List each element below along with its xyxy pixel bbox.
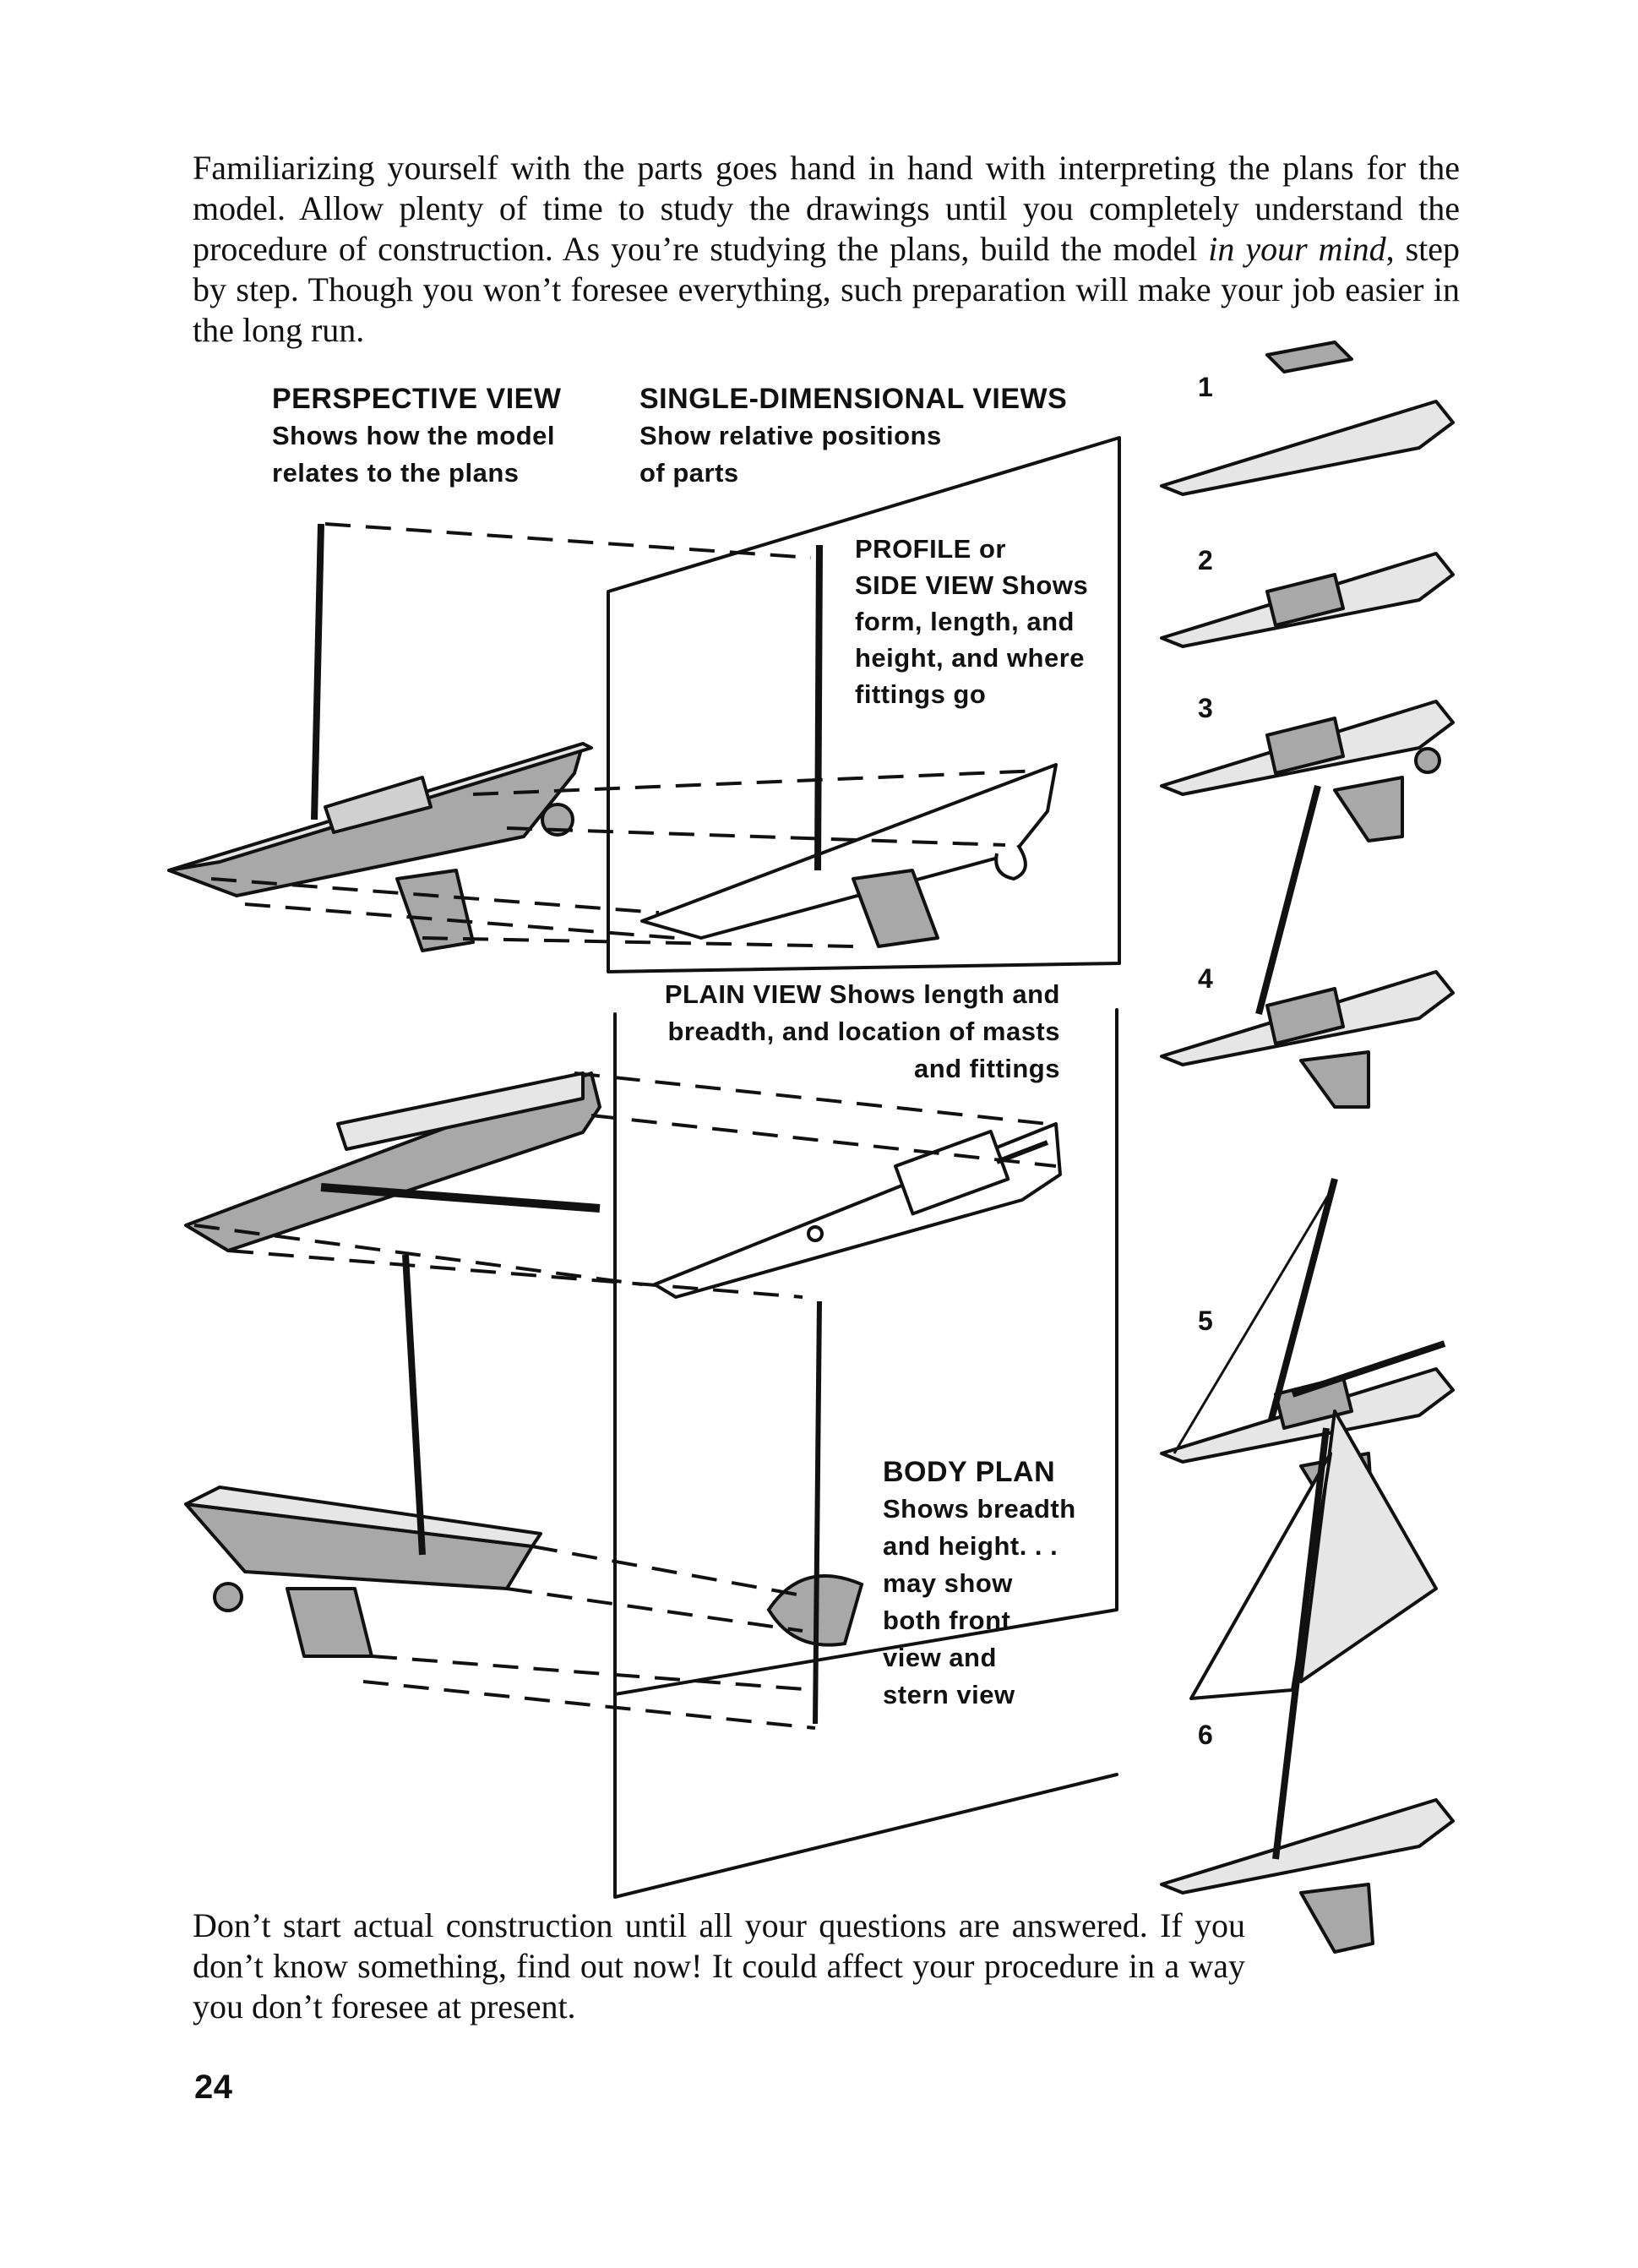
profile-line-3: form, length, and bbox=[855, 607, 1075, 636]
body-line-5: view and bbox=[883, 1643, 997, 1672]
body-line-4: both front bbox=[883, 1606, 1011, 1635]
step-3-hull bbox=[1160, 700, 1455, 842]
intro-text-2: , step by step. Though you won’t foresee… bbox=[193, 230, 1460, 349]
body-line-2: and height. . . bbox=[883, 1531, 1058, 1561]
profile-line-5: fittings go bbox=[855, 679, 987, 709]
perspective-boat-bottom bbox=[184, 1254, 542, 1658]
profile-view-label: PROFILE or SIDE VIEW Shows form, length,… bbox=[855, 531, 1088, 712]
single-dimensional-label: SINGLE-DIMENSIONAL VIEWS Show relative p… bbox=[639, 380, 1067, 492]
body-line-1: Shows breadth bbox=[883, 1494, 1076, 1524]
plain-line-3: and fittings bbox=[913, 1054, 1060, 1083]
step-number-4: 4 bbox=[1198, 963, 1214, 994]
single-dimensional-title: SINGLE-DIMENSIONAL VIEWS bbox=[639, 383, 1068, 415]
single-dimensional-line-2: of parts bbox=[639, 458, 739, 488]
step-number-5: 5 bbox=[1198, 1306, 1214, 1336]
step-5-hull bbox=[1160, 1177, 1455, 1523]
step-2-hull bbox=[1160, 552, 1455, 648]
outro-paragraph: Don’t start actual construction until al… bbox=[193, 1906, 1245, 2025]
step-number-3: 3 bbox=[1198, 693, 1214, 723]
body-plan-plane bbox=[613, 1350, 1118, 1899]
body-plan-label: BODY PLAN Shows breadth and height. . . … bbox=[883, 1453, 1076, 1714]
intro-text-1: Familiarizing yourself with the parts go… bbox=[193, 149, 1460, 268]
page-number: 24 bbox=[194, 2069, 233, 2106]
step-6-hull bbox=[1160, 1409, 1455, 1954]
plain-line-1: PLAIN VIEW Shows length and bbox=[664, 979, 1060, 1009]
profile-line-4: height, and where bbox=[855, 643, 1086, 673]
step-number-6: 6 bbox=[1198, 1720, 1214, 1750]
plain-line-2: breadth, and location of masts bbox=[667, 1017, 1060, 1046]
steps-column bbox=[1160, 341, 1455, 1954]
step-4-hull bbox=[1160, 784, 1455, 1109]
step-number-2: 2 bbox=[1198, 545, 1214, 575]
step-number-1: 1 bbox=[1198, 372, 1214, 402]
body-line-6: stern view bbox=[883, 1680, 1015, 1709]
profile-boat bbox=[640, 544, 1058, 948]
profile-plane bbox=[607, 436, 1121, 973]
single-dimensional-line-1: Show relative positions bbox=[639, 421, 942, 450]
intro-emphasis: in your mind bbox=[1208, 230, 1386, 268]
intro-paragraph: Familiarizing yourself with the parts go… bbox=[193, 148, 1460, 351]
plain-view-label: PLAIN VIEW Shows length and breadth, and… bbox=[650, 976, 1060, 1088]
perspective-view-line-1: Shows how the model bbox=[272, 421, 556, 450]
perspective-boat-middle bbox=[184, 1071, 601, 1252]
body-plan-hull bbox=[766, 1300, 864, 1725]
perspective-view-title: PERSPECTIVE VIEW bbox=[272, 383, 562, 415]
step-1-hull bbox=[1160, 341, 1455, 496]
body-plan-title: BODY PLAN bbox=[883, 1456, 1056, 1488]
profile-line-1: PROFILE or bbox=[855, 534, 1006, 564]
perspective-view-line-2: relates to the plans bbox=[272, 458, 520, 488]
profile-line-2: SIDE VIEW Shows bbox=[855, 570, 1089, 600]
perspective-view-label: PERSPECTIVE VIEW Shows how the model rel… bbox=[272, 380, 561, 492]
plain-boat bbox=[653, 1122, 1062, 1299]
perspective-boat-top bbox=[167, 523, 593, 952]
body-line-3: may show bbox=[883, 1568, 1013, 1598]
